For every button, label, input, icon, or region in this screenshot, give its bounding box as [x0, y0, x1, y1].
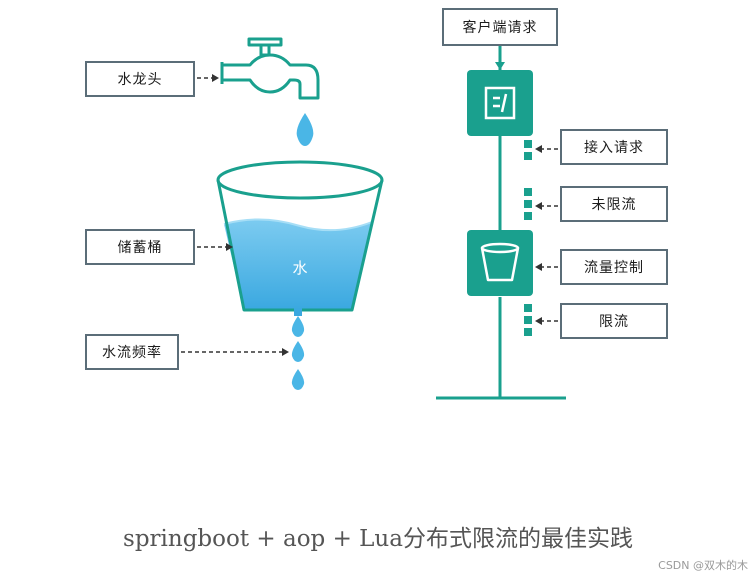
not-limited-label: 未限流: [560, 186, 668, 222]
accept-request-label: 接入请求: [560, 129, 668, 165]
flow-control-cup-icon: [467, 230, 533, 296]
water-drop-icon: [297, 113, 314, 146]
falling-drops-icon: [292, 316, 304, 390]
faucet-label: 水龙头: [85, 61, 195, 97]
faucet-icon: [222, 39, 318, 98]
caption-title: springboot + aop + Lua分布式限流的最佳实践: [0, 519, 756, 553]
client-request-label: 客户端请求: [442, 8, 558, 46]
limited-label: 限流: [560, 303, 668, 339]
flow-control-label: 流量控制: [560, 249, 668, 285]
request-document-icon: [467, 70, 533, 136]
right-arrowheads: [535, 145, 542, 325]
flow-rate-label: 水流频率: [85, 334, 179, 370]
bucket-label: 储蓄桶: [85, 229, 195, 265]
watermark: CSDN @双木的木: [658, 557, 748, 573]
right-connectors: [540, 149, 558, 321]
water-label: 水: [292, 259, 307, 277]
arrow-down-icon: [495, 62, 505, 70]
bucket-icon: [218, 162, 382, 316]
